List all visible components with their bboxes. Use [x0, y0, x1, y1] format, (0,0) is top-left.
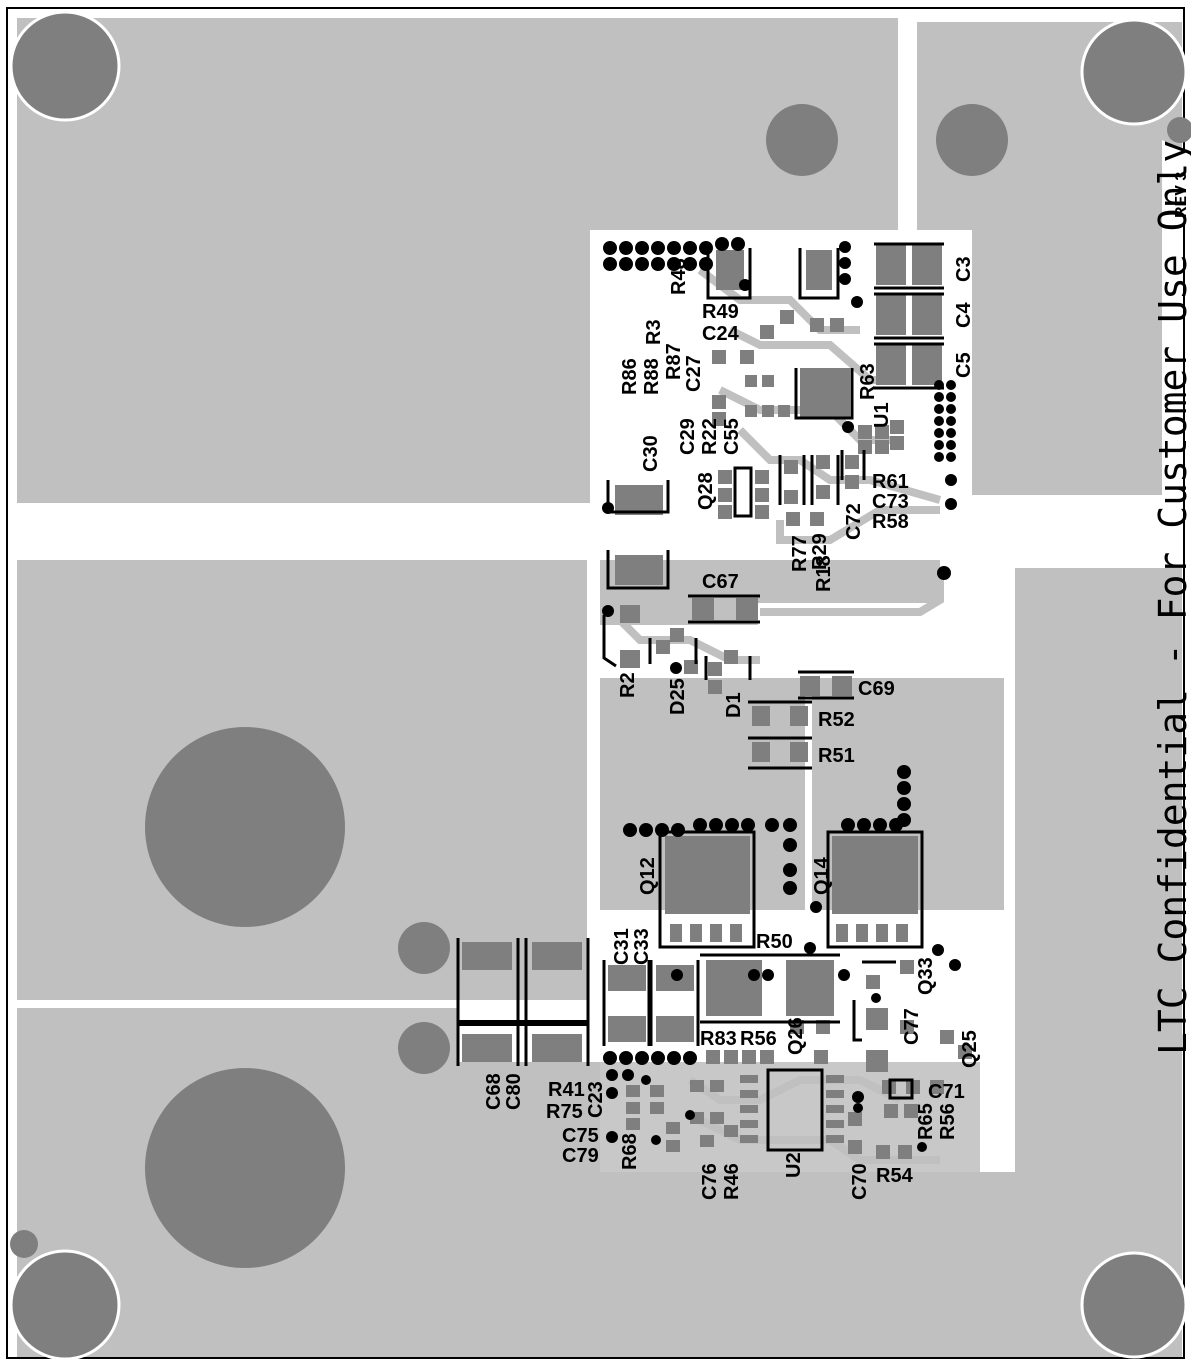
- label-r77: R77: [789, 535, 811, 572]
- label-r22: R22: [699, 418, 721, 455]
- label-q14: Q14: [811, 856, 833, 895]
- label-c23: C23: [585, 1081, 607, 1118]
- label-c76: C76: [699, 1163, 721, 1200]
- label-r56: R56: [740, 1028, 777, 1050]
- label-c68: C68: [483, 1073, 505, 1110]
- label-r18: R18: [813, 555, 835, 592]
- label-c30: C30: [640, 435, 662, 472]
- label-q33: Q33: [915, 957, 937, 995]
- label-r58: R58: [872, 511, 909, 533]
- label-r49: R49: [702, 301, 739, 323]
- label-c73: C73: [872, 491, 909, 513]
- label-r63: R63: [857, 363, 879, 400]
- label-q28: Q28: [695, 472, 717, 510]
- via-holes: [602, 237, 961, 1152]
- revision-box: [1168, 150, 1190, 222]
- label-c75: C75: [562, 1125, 599, 1147]
- label-c80: C80: [503, 1073, 525, 1110]
- label-d1: D1: [723, 692, 745, 718]
- label-c3: C3: [953, 256, 975, 282]
- silkscreen-outlines: [456, 242, 944, 1152]
- label-r75: R75: [546, 1101, 583, 1123]
- label-r29: R29: [809, 533, 831, 570]
- label-r50: R50: [756, 931, 793, 953]
- label-r41: R41: [548, 1079, 585, 1101]
- revision-label: REV 3: [1173, 172, 1190, 218]
- label-r88: R88: [641, 358, 663, 395]
- label-c79: C79: [562, 1145, 599, 1167]
- label-r51: R51: [818, 745, 855, 767]
- label-r65: R65: [915, 1103, 937, 1140]
- label-r83: R83: [700, 1028, 737, 1050]
- confidential-text: LTC Confidential - For Customer Use Only: [1151, 140, 1191, 1055]
- label-d25: D25: [667, 678, 689, 715]
- label-u1: U1: [871, 402, 893, 428]
- label-r61: R61: [872, 471, 909, 493]
- label-r3: R3: [643, 319, 665, 345]
- label-c33: C33: [631, 928, 653, 965]
- label-c5: C5: [953, 352, 975, 378]
- label-r54: R54: [876, 1165, 914, 1187]
- label-c55: C55: [721, 418, 743, 455]
- label-c70: C70: [849, 1163, 871, 1200]
- label-c31: C31: [611, 928, 633, 965]
- label-r48: R48: [668, 258, 690, 295]
- copper-planes: [17, 18, 1182, 1357]
- label-u2: U2: [783, 1152, 805, 1178]
- component-pads: [462, 245, 972, 1159]
- label-c77: C77: [901, 1008, 923, 1045]
- label-c4: C4: [953, 302, 975, 328]
- label-r87: R87: [663, 343, 685, 380]
- label-c24: C24: [702, 323, 740, 345]
- label-c71: C71: [928, 1081, 965, 1103]
- label-r46: R46: [721, 1163, 743, 1200]
- label-c69: C69: [858, 678, 895, 700]
- component-designators: C3 C4 C5 R48 R49 C24 R3 R86 R88 R87 C27 …: [483, 256, 981, 1200]
- mounting-holes: [9, 10, 1191, 1361]
- label-c72: C72: [843, 503, 865, 540]
- label-r68: R68: [619, 1133, 641, 1170]
- label-c29: C29: [677, 418, 699, 455]
- label-c27: C27: [683, 355, 705, 392]
- label-r2: R2: [617, 672, 639, 698]
- label-q25: Q25: [959, 1030, 981, 1068]
- label-c67: C67: [702, 571, 739, 593]
- label-r56b: R56: [937, 1103, 959, 1140]
- label-r52: R52: [818, 709, 855, 731]
- label-r86: R86: [619, 358, 641, 395]
- label-q12: Q12: [637, 857, 659, 895]
- label-q26: Q26: [785, 1017, 807, 1055]
